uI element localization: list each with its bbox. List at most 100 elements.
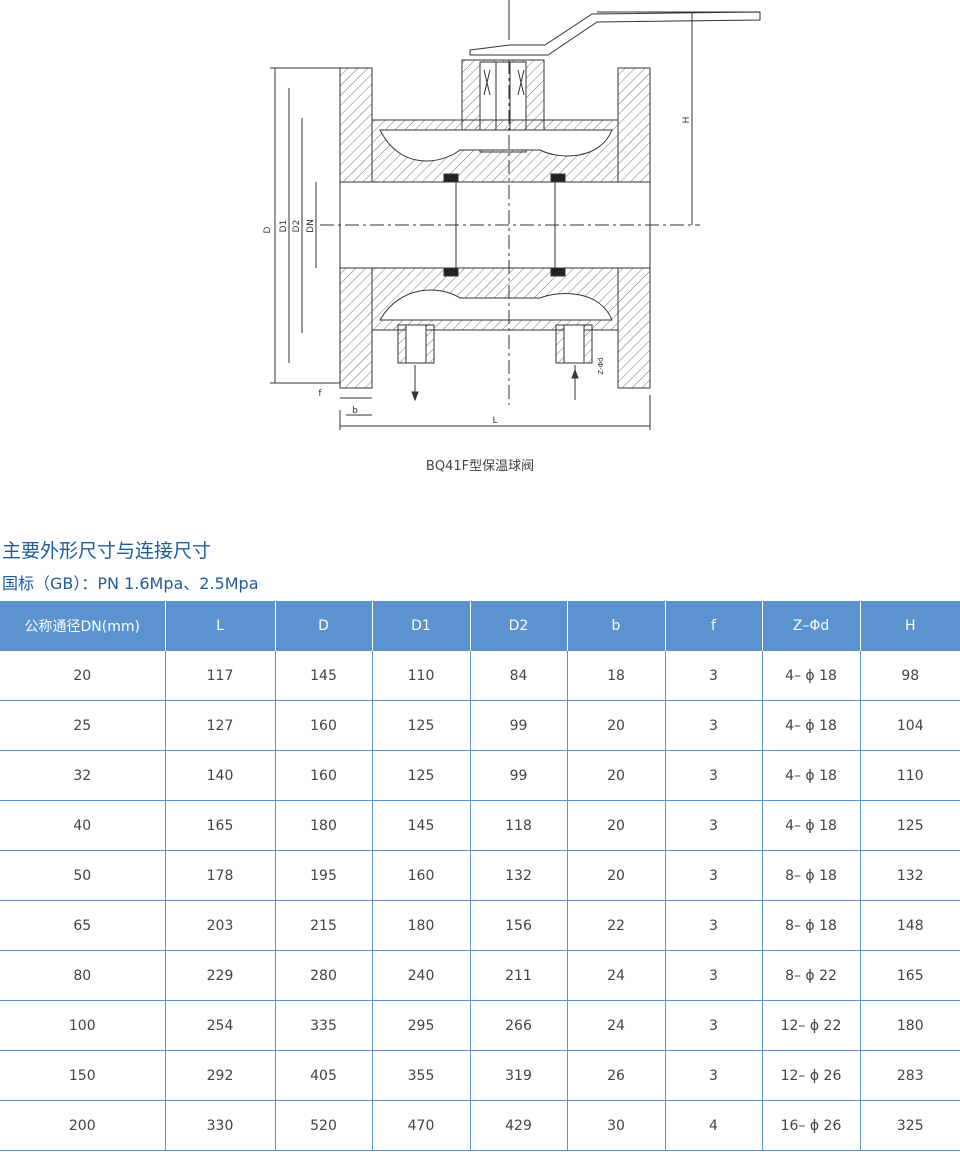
table-cell: 355	[372, 1050, 471, 1101]
table-cell: 30	[567, 1100, 666, 1151]
table-cell: 160	[275, 700, 373, 751]
table-cell: 26	[567, 1050, 666, 1101]
table-cell: 3	[665, 950, 763, 1001]
table-cell: 50	[0, 850, 166, 901]
dim-label-f: f	[318, 389, 322, 399]
dim-label-b: b	[352, 406, 358, 416]
table-cell: 25	[0, 700, 166, 751]
table-cell: 4– ϕ 18	[762, 800, 861, 851]
table-cell: 266	[470, 1000, 568, 1051]
table-cell: 180	[860, 1000, 960, 1051]
table-cell: 292	[165, 1050, 276, 1101]
table-cell: 132	[860, 850, 960, 901]
table-cell: 211	[470, 950, 568, 1001]
table-cell: 3	[665, 750, 763, 801]
table-cell: 100	[0, 1000, 166, 1051]
table-cell: 195	[275, 850, 373, 901]
column-header: H	[860, 601, 960, 651]
table-cell: 150	[0, 1050, 166, 1101]
dim-label-d2: D2	[292, 220, 302, 233]
table-cell: 4– ϕ 18	[762, 651, 861, 701]
table-cell: 3	[665, 1050, 763, 1101]
table-cell: 12– ϕ 22	[762, 1000, 861, 1051]
table-cell: 22	[567, 900, 666, 951]
table-cell: 125	[372, 700, 471, 751]
table-cell: 132	[470, 850, 568, 901]
column-header: D1	[372, 601, 471, 651]
dim-label-d1: D1	[279, 220, 289, 233]
table-cell: 4	[665, 1100, 763, 1151]
table-cell: 118	[470, 800, 568, 851]
table-cell: 319	[470, 1050, 568, 1101]
table-cell: 110	[372, 651, 471, 701]
column-header: f	[665, 601, 763, 651]
table-cell: 117	[165, 651, 276, 701]
dim-label-d: D	[263, 226, 273, 233]
table-cell: 4– ϕ 18	[762, 700, 861, 751]
table-cell: 99	[470, 750, 568, 801]
table-cell: 178	[165, 850, 276, 901]
table-cell: 160	[372, 850, 471, 901]
table-cell: 98	[860, 651, 960, 701]
table-cell: 80	[0, 950, 166, 1001]
table-cell: 165	[165, 800, 276, 851]
valve-drawing: D D1 D2 DN H L f b Z-Φd	[263, 0, 761, 430]
table-cell: 4– ϕ 18	[762, 750, 861, 801]
table-cell: 40	[0, 800, 166, 851]
table-cell: 18	[567, 651, 666, 701]
table-cell: 330	[165, 1100, 276, 1151]
table-cell: 180	[372, 900, 471, 951]
dim-label-zd: Z-Φd	[597, 357, 605, 374]
table-cell: 110	[860, 750, 960, 801]
table-cell: 20	[567, 850, 666, 901]
table-cell: 104	[860, 700, 960, 751]
table-cell: 145	[275, 651, 373, 701]
table-cell: 405	[275, 1050, 373, 1101]
dim-label-h: H	[682, 117, 692, 124]
table-cell: 148	[860, 900, 960, 951]
table-cell: 200	[0, 1100, 166, 1151]
column-header: D	[275, 601, 373, 651]
table-cell: 254	[165, 1000, 276, 1051]
table-cell: 125	[372, 750, 471, 801]
table-cell: 325	[860, 1100, 960, 1151]
table-cell: 20	[567, 800, 666, 851]
table-cell: 3	[665, 700, 763, 751]
table-cell: 12– ϕ 26	[762, 1050, 861, 1101]
table-cell: 283	[860, 1050, 960, 1101]
table-cell: 165	[860, 950, 960, 1001]
table-cell: 65	[0, 900, 166, 951]
table-cell: 156	[470, 900, 568, 951]
table-cell: 3	[665, 850, 763, 901]
table-cell: 24	[567, 1000, 666, 1051]
table-cell: 3	[665, 900, 763, 951]
table-cell: 240	[372, 950, 471, 1001]
table-cell: 180	[275, 800, 373, 851]
table-cell: 335	[275, 1000, 373, 1051]
table-cell: 20	[567, 750, 666, 801]
column-header: L	[165, 601, 276, 651]
table-cell: 160	[275, 750, 373, 801]
table-cell: 16– ϕ 26	[762, 1100, 861, 1151]
table-cell: 295	[372, 1000, 471, 1051]
column-header: Z–Φd	[762, 601, 861, 651]
table-cell: 140	[165, 750, 276, 801]
table-cell: 3	[665, 651, 763, 701]
table-cell: 125	[860, 800, 960, 851]
table-cell: 8– ϕ 18	[762, 850, 861, 901]
section-heading: 主要外形尺寸与连接尺寸	[2, 540, 212, 562]
table-cell: 84	[470, 651, 568, 701]
table-cell: 127	[165, 700, 276, 751]
column-header: 公称通径DN(mm)	[0, 601, 166, 651]
column-header: D2	[470, 601, 568, 651]
table-cell: 3	[665, 1000, 763, 1051]
